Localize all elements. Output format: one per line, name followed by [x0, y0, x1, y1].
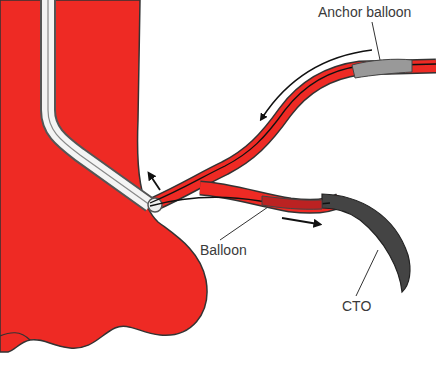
lower-balloon: [262, 196, 322, 209]
guide-catheter: [48, 0, 150, 205]
leader-line: [356, 250, 378, 296]
motion-arrow: [150, 175, 160, 190]
leader-line: [220, 207, 268, 240]
anchor-wire: [150, 64, 436, 203]
aorta: [0, 0, 207, 352]
motion-arrow: [262, 50, 372, 118]
upper-branch-vessel: [152, 66, 436, 205]
motion-arrow: [282, 218, 318, 224]
small-vessel: [0, 333, 30, 340]
part-label: Anchor balloon: [318, 4, 411, 20]
cto-segment: [322, 194, 410, 292]
anchor-balloon: [352, 59, 412, 78]
leader-line: [372, 22, 380, 60]
part-label: CTO: [342, 298, 371, 314]
part-label: Balloon: [200, 242, 247, 258]
